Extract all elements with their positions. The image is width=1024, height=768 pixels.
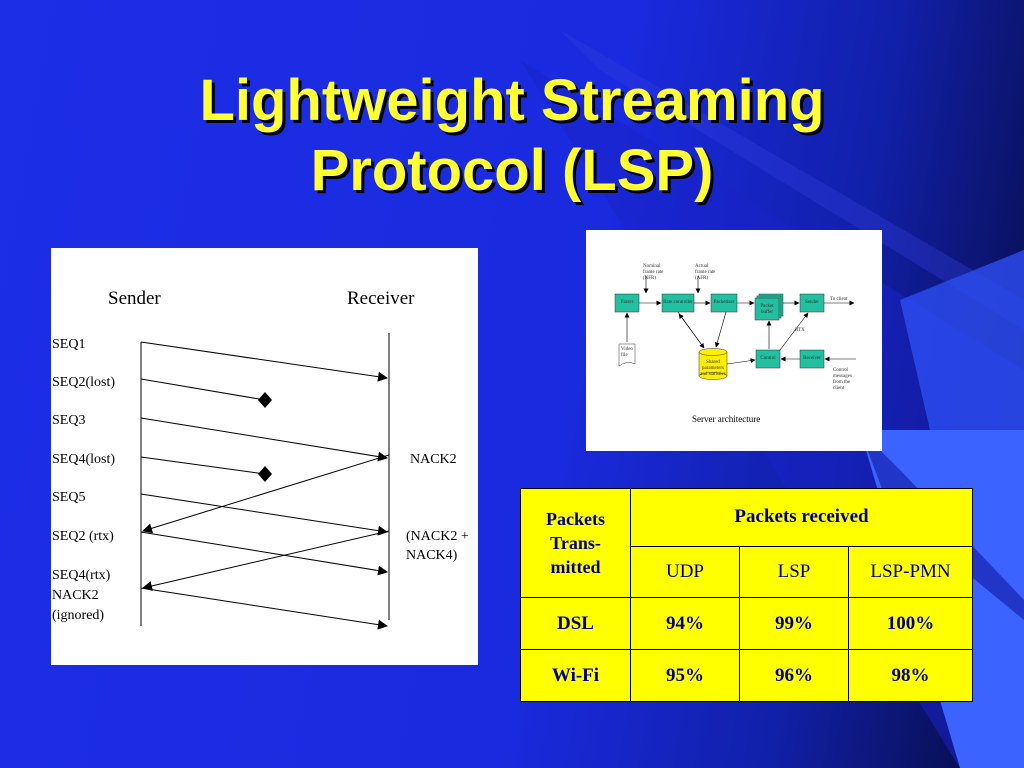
table-subheader-row: UDP LSP LSP-PMN <box>521 545 973 599</box>
label-seq5: SEQ5 <box>52 490 86 505</box>
cell-wifi-lsp-pmn: 98% <box>848 649 973 702</box>
arrow-seq2-rtx <box>140 531 388 576</box>
label-nack2: NACK2 <box>52 588 99 603</box>
cell-wifi-lsp: 96% <box>739 649 849 702</box>
note-actual-1: Actual <box>695 264 709 269</box>
title-line-2: Protocol (LSP) <box>310 138 714 203</box>
shared-parameters-cylinder <box>698 348 728 380</box>
label-receiver-nack2-plus: (NACK2 + <box>406 529 469 544</box>
label-seq2-lost: SEQ2(lost) <box>52 375 115 390</box>
cell-dsl-lsp-pmn: 100% <box>848 597 973 650</box>
header-packets-line-2: Trans- <box>550 533 601 553</box>
note-nominal-2: frame rate <box>643 270 664 275</box>
row-label-dsl: DSL <box>520 597 631 650</box>
note-video-1: Video <box>621 347 633 352</box>
packet-buffer-box <box>754 297 780 321</box>
receiver-header: Receiver <box>347 288 415 309</box>
architecture-diagram: Nominal frame rate (NFR) Actual frame ra… <box>586 230 882 451</box>
cell-dsl-lsp: 99% <box>739 597 849 650</box>
label-rate-controller: Rate controller <box>663 300 693 305</box>
label-packet-buffer: Packet buffer <box>760 304 774 315</box>
label-seq3: SEQ3 <box>52 413 86 428</box>
table-header-row: Packets Trans- mitted Packets received <box>520 488 973 598</box>
header-packets-line-3: mitted <box>550 557 601 577</box>
arrow-seq1 <box>140 341 388 382</box>
arrow-seq4-rtx <box>140 587 388 630</box>
note-shared-2: parameters <box>702 366 724 371</box>
arrow-nack2 <box>142 454 390 534</box>
label-seq4-lost: SEQ4(lost) <box>52 452 115 467</box>
note-rtx: RTX <box>795 328 805 333</box>
note-nominal-3: (NFR) <box>643 276 657 281</box>
table-row: Wi-Fi 95% 96% 98% <box>520 649 973 702</box>
header-packets-transmitted: Packets Trans- mitted <box>520 488 631 598</box>
lost-marker-seq2 <box>258 392 272 408</box>
sender-header: Sender <box>108 288 161 309</box>
label-receiver: Receiver <box>803 356 821 361</box>
arrow-seq5 <box>140 493 388 536</box>
label-seq2-rtx: SEQ2 (rtx) <box>52 529 114 544</box>
label-parser: Parser <box>620 300 634 305</box>
note-ctrl-3: from the <box>833 380 851 385</box>
label-seq4-rtx: SEQ4(rtx) <box>52 568 111 583</box>
cell-wifi-udp: 95% <box>630 649 740 702</box>
note-actual-2: frame rate <box>695 270 716 275</box>
title-line-1: Lightweight Streaming <box>199 68 825 133</box>
label-control: Control <box>760 356 776 361</box>
arrow-nack2-nack4 <box>142 530 390 591</box>
column-header-udp: UDP <box>630 545 740 599</box>
note-shared-3: and statistics <box>700 372 726 377</box>
label-seq1: SEQ1 <box>52 337 86 352</box>
note-ctrl-4: client <box>833 386 845 391</box>
control-box <box>755 349 781 369</box>
note-shared-1: Shared <box>706 360 720 365</box>
arrow-seq4-lost <box>140 456 266 475</box>
note-to-client: To client <box>830 297 848 302</box>
note-ctrl-2: messages <box>833 374 852 379</box>
column-header-lsp-pmn: LSP-PMN <box>848 545 973 599</box>
note-ctrl-1: Control <box>833 368 849 373</box>
label-receiver-nack4: NACK4) <box>406 548 458 563</box>
cell-dsl-udp: 94% <box>630 597 740 650</box>
note-actual-3: (AFR) <box>695 276 709 281</box>
table-row: DSL 94% 99% 100% <box>520 597 973 650</box>
results-table: Packets Trans- mitted Packets received U… <box>520 488 973 702</box>
note-nominal-1: Nominal <box>643 264 661 269</box>
architecture-caption: Server architecture <box>692 414 761 424</box>
label-sender: Sender <box>805 300 819 305</box>
arrow-seq2-lost <box>140 378 266 401</box>
slide-title: Lightweight Streaming Protocol (LSP) <box>0 66 1024 206</box>
architecture-diagram-graphics <box>614 276 856 380</box>
sequence-diagram-arrows <box>140 333 390 630</box>
header-packets-received: Packets received <box>630 488 973 547</box>
arrow-seq3 <box>140 417 388 462</box>
column-header-lsp: LSP <box>739 545 849 599</box>
video-file-icon <box>618 343 636 367</box>
header-packets-line-1: Packets <box>546 509 605 529</box>
sequence-diagram: Sender Receiver SEQ1 SEQ2(lost) SEQ3 SEQ… <box>51 248 478 665</box>
label-receiver-nack2: NACK2 <box>410 452 457 467</box>
note-video-2: file <box>621 353 628 358</box>
label-ignored: (ignored) <box>52 608 105 623</box>
label-packetizer: Packetizer <box>713 300 735 305</box>
row-label-wifi: Wi-Fi <box>520 649 631 702</box>
lost-marker-seq4 <box>258 466 272 482</box>
